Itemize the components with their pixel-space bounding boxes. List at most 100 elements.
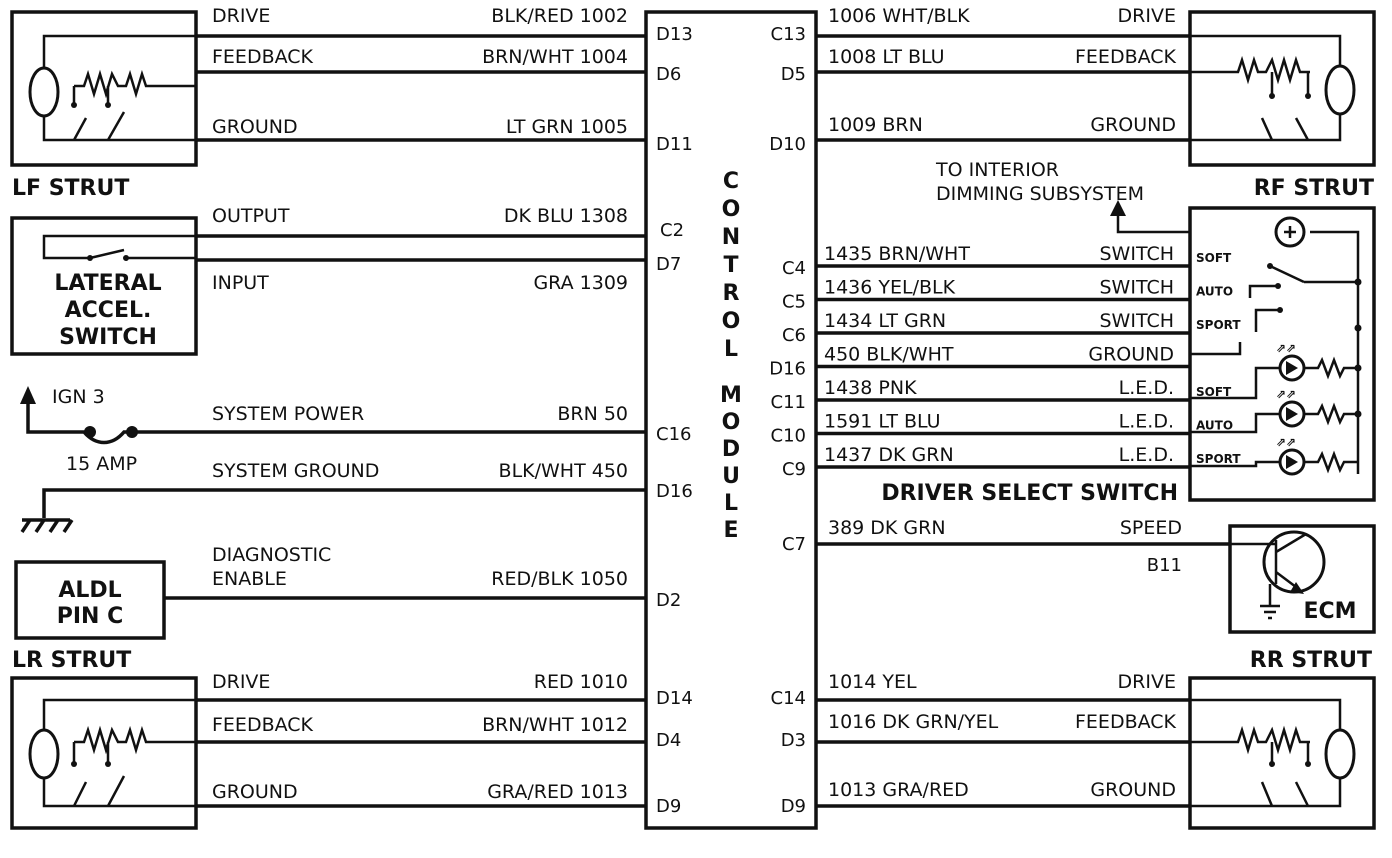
rr-terminal-dot	[1305, 761, 1311, 767]
aldl-wire-id: RED/BLK 1050	[491, 568, 628, 590]
ign-label: IGN 3	[52, 386, 105, 408]
control-module-letter: M	[720, 383, 742, 408]
lf-ground-label: GROUND	[212, 116, 298, 138]
lateral-output-label: OUTPUT	[212, 205, 290, 227]
driver-select-title: DRIVER SELECT SWITCH	[881, 481, 1178, 506]
driver-select-pin: C11	[771, 392, 806, 413]
aldl-title-line: PIN C	[57, 604, 124, 629]
lateral-switch-dot	[87, 255, 93, 261]
dss-bus-dot	[1354, 324, 1362, 332]
lateral-input-wire-id: GRA 1309	[533, 272, 628, 294]
ecm-terminal: B11	[1147, 555, 1182, 576]
dss-bus-dot	[1354, 410, 1362, 418]
control-module-letter: N	[722, 225, 740, 250]
rf-strut: RF STRUT 1006 WHT/BLK DRIVE C13 1008 LT …	[769, 5, 1376, 201]
control-module-letter: L	[724, 491, 738, 516]
lf-motor-icon	[28, 66, 60, 118]
lr-strut: LR STRUT DRIVE RED 1010 D14 FEEDBACK BRN…	[10, 648, 693, 830]
driver-select-label: L.E.D.	[1119, 411, 1174, 433]
dimming-lamp-filament	[1284, 226, 1296, 238]
dss-switch-dot	[1277, 307, 1283, 313]
rr-drive-pin: C14	[771, 688, 806, 709]
driver-select-label: L.E.D.	[1119, 377, 1174, 399]
lf-feedback-wire-id: BRN/WHT 1004	[482, 46, 628, 68]
driver-select-label: SWITCH	[1100, 277, 1175, 299]
dss-selector-switch	[1269, 264, 1358, 284]
dss-auto-contact	[1248, 284, 1278, 298]
aldl-label-line: ENABLE	[212, 568, 287, 590]
led-sport-rays-icon: ⇗⇗	[1276, 435, 1296, 449]
lf-terminal-dot	[71, 102, 77, 108]
led-soft-rays-icon: ⇗⇗	[1276, 341, 1296, 355]
lf-strut-circuit	[42, 34, 196, 142]
rf-terminal-dot	[1269, 93, 1275, 99]
control-module-letter: T	[723, 253, 738, 278]
rf-ground-label: GROUND	[1090, 114, 1176, 136]
dss-internal-bus	[1310, 230, 1360, 474]
aldl-title-line: ALDL	[58, 578, 121, 603]
rr-drive-wire-id: 1014 YEL	[828, 671, 917, 693]
driver-select-label: SWITCH	[1100, 243, 1175, 265]
rr-feedback-pin: D3	[781, 730, 806, 751]
driver-select-tag: SOFT	[1196, 385, 1232, 399]
lr-drive-label: DRIVE	[212, 671, 270, 693]
led-soft-diode	[1286, 361, 1298, 375]
rf-ground-wire-id: 1009 BRN	[828, 114, 923, 136]
dimming-label-line: DIMMING SUBSYSTEM	[936, 183, 1144, 205]
ign-arrow-icon	[20, 386, 36, 404]
led-auto-diode	[1286, 407, 1298, 421]
ecm-pin: C7	[782, 534, 806, 555]
lateral-output-pin: C2	[660, 220, 684, 241]
dimming-arrow-icon	[1110, 200, 1126, 216]
lr-drive-pin: D14	[656, 688, 693, 709]
lr-feedback-pin: D4	[656, 730, 681, 751]
system-ground-label: SYSTEM GROUND	[212, 460, 379, 482]
transistor-emitter-arrow	[1290, 582, 1304, 594]
lr-drive-wire-id: RED 1010	[534, 671, 628, 693]
control-module-letter: D	[722, 437, 740, 462]
rr-terminal-dot	[1269, 761, 1275, 767]
driver-select-tag: SPORT	[1196, 452, 1241, 466]
driver-select-wire-id: 450 BLK/WHT	[824, 344, 954, 366]
driver-select-wire-id: 1438 PNK	[824, 377, 917, 399]
lf-drive-wire-id: BLK/RED 1002	[491, 5, 628, 27]
driver-select-wire-id: 1591 LT BLU	[824, 411, 941, 433]
rr-strut: RR STRUT 1014 YEL DRIVE C14 1016 DK GRN/…	[771, 648, 1376, 830]
lateral-switch-title-line: LATERAL	[54, 271, 161, 296]
driver-select-pin: C4	[782, 258, 806, 279]
rf-ground-pin: D10	[769, 134, 806, 155]
driver-select-tag: AUTO	[1196, 285, 1233, 299]
rf-feedback-wire-id: 1008 LT BLU	[828, 46, 945, 68]
dss-bus-dot	[1354, 364, 1362, 372]
rf-feedback-pin: D5	[781, 64, 806, 85]
system-power-pin: C16	[656, 424, 691, 445]
led-auto-circuit	[1190, 402, 1358, 434]
control-module-box	[644, 10, 818, 830]
ecm-wire-id: 389 DK GRN	[828, 517, 946, 539]
driver-select-pin: C10	[771, 426, 806, 447]
lf-drive-label: DRIVE	[212, 5, 270, 27]
driver-select-pin: C6	[782, 325, 806, 346]
aldl-connector: ALDL PIN C DIAGNOSTIC ENABLE RED/BLK 105…	[14, 544, 681, 640]
rr-motor-icon	[1324, 728, 1356, 780]
dss-switch-dot	[1275, 283, 1281, 289]
rr-feedback-wire-id: 1016 DK GRN/YEL	[828, 711, 999, 733]
rf-motor-icon	[1324, 64, 1356, 116]
rf-strut-circuit	[1190, 34, 1342, 142]
control-module-letter: E	[723, 518, 738, 543]
dss-bus-dot	[1354, 278, 1362, 286]
aldl-pin: D2	[656, 590, 681, 611]
rr-strut-title: RR STRUT	[1250, 648, 1372, 673]
driver-select-tag: SOFT	[1196, 251, 1232, 265]
control-module-letter: O	[722, 197, 741, 222]
fuse-terminal-dot	[84, 426, 96, 438]
led-soft-circuit	[1190, 356, 1358, 400]
driver-select-label: SWITCH	[1100, 310, 1175, 332]
driver-select-pin: D16	[769, 359, 806, 380]
lateral-switch-contacts	[42, 234, 196, 260]
rf-terminal-dot	[1305, 93, 1311, 99]
driver-select-tag: SPORT	[1196, 318, 1241, 332]
